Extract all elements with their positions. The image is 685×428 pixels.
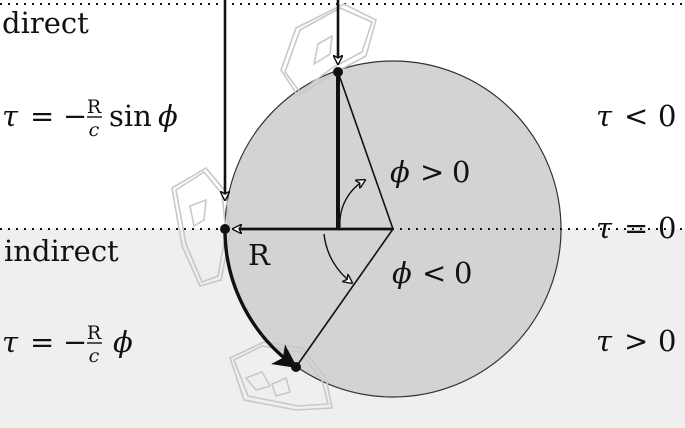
svg-text:ϕ: ϕ [392,256,412,290]
svg-text:c: c [89,345,100,367]
svg-text:R: R [87,96,102,118]
svg-text:c: c [89,119,100,141]
svg-text:>: > [420,155,444,189]
radius-line-lower [295,228,394,368]
equation-direct: τ = − R c sin ϕ [2,96,178,141]
condition-tau-zero: τ = 0 [596,211,676,245]
exit-point-indirect [291,362,301,372]
svg-text:ϕ: ϕ [158,99,178,133]
entry-point-direct [333,67,343,77]
svg-text:=: = [30,99,54,133]
svg-text:=: = [30,325,54,359]
region-label-direct: direct [2,6,89,40]
creeping-path-arc [223,228,298,369]
svg-text:=: = [624,211,648,245]
svg-text:τ: τ [596,324,613,358]
sketch-object-top [280,3,377,98]
svg-text:0: 0 [452,155,470,189]
svg-text:τ: τ [2,325,19,359]
svg-text:<: < [624,99,648,133]
svg-text:R: R [87,322,102,344]
angle-label-negative: ϕ < 0 [392,256,472,290]
svg-text:<: < [422,256,446,290]
svg-text:τ: τ [2,99,19,133]
angle-arc-negative [323,233,352,283]
angle-arc-positive [339,180,365,228]
condition-tau-positive: τ > 0 [596,324,676,358]
svg-text:τ: τ [596,211,613,245]
radius-label: R [248,238,271,272]
svg-text:0: 0 [658,211,676,245]
svg-text:τ: τ [596,99,613,133]
svg-text:ϕ: ϕ [390,155,410,189]
angle-label-positive: ϕ > 0 [390,155,470,189]
condition-tau-negative: τ < 0 [596,99,676,133]
svg-text:0: 0 [658,99,676,133]
svg-text:ϕ: ϕ [113,325,133,359]
svg-text:sin: sin [109,99,152,133]
equation-indirect: τ = − R c ϕ [2,322,133,367]
radius-line-upper [337,71,394,230]
svg-text:0: 0 [658,324,676,358]
svg-text:0: 0 [454,256,472,290]
svg-text:>: > [624,324,648,358]
svg-text:−: − [63,325,87,359]
svg-text:−: − [63,99,87,133]
region-label-indirect: indirect [4,234,119,268]
tangent-point [220,224,230,234]
